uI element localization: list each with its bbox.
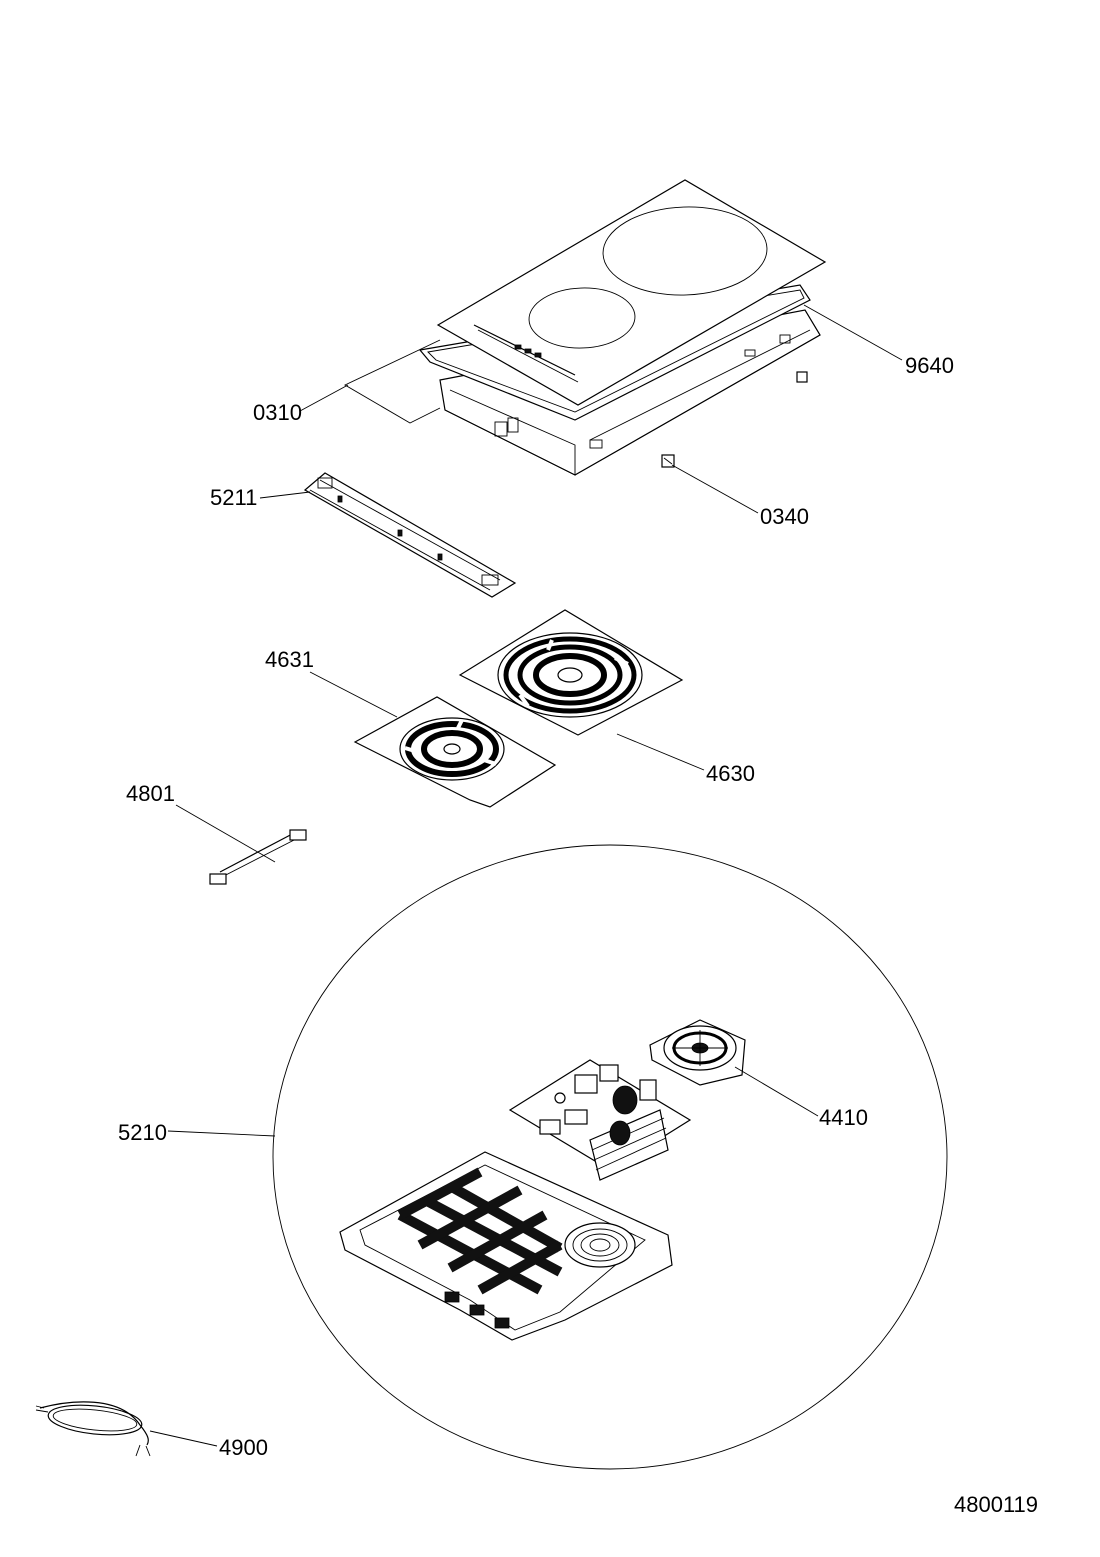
label-0310: 0310: [253, 400, 302, 425]
fan-part: [649, 1019, 746, 1086]
clip-part: [661, 454, 675, 468]
label-4630: 4630: [706, 761, 755, 786]
small-coil-part: [353, 696, 557, 808]
label-0340: 0340: [760, 504, 809, 529]
hob-top-assembly: [344, 179, 827, 476]
power-cord-part: [35, 1401, 151, 1457]
leader-lines: [149, 304, 903, 1447]
flat-cable-part: [209, 829, 307, 885]
label-9640: 9640: [905, 353, 954, 378]
label-4900: 4900: [219, 1435, 268, 1460]
label-5211: 5211: [210, 485, 257, 510]
label-5210: 5210: [118, 1120, 167, 1145]
part-labels: 9640 0310 0340 5211 4631 4630 4801 5210 …: [118, 353, 1038, 1517]
large-coil-part: [458, 609, 684, 736]
drawing-number: 4800119: [954, 1492, 1038, 1517]
power-board-part: [508, 1059, 692, 1181]
lower-assembly-circle: [272, 844, 948, 1470]
base-tray-part: [339, 1151, 673, 1341]
label-4801: 4801: [126, 781, 175, 806]
control-board-part: [303, 472, 517, 598]
label-4631: 4631: [265, 647, 314, 672]
label-4410: 4410: [819, 1105, 868, 1130]
